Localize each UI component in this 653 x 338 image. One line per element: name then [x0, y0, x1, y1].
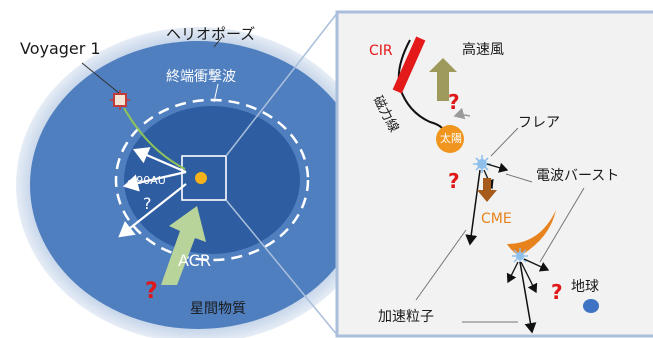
voyager-label: Voyager 1: [20, 39, 101, 58]
zoom-connector-bottom: [225, 199, 339, 337]
acr-label: ACR: [178, 251, 211, 270]
sun-small-icon: [195, 172, 207, 184]
sun-label: 太陽: [440, 132, 462, 145]
zoom-connector-top: [225, 11, 339, 157]
flare-pointer: [490, 127, 519, 157]
acr-arrow: [161, 206, 206, 285]
distance-arrow-left: [122, 170, 187, 192]
cir-bar: [392, 36, 426, 94]
radio-burst-pointer-2: [539, 187, 585, 263]
termination-shock-region: [124, 106, 300, 254]
fast-wind-label: 高速風: [462, 42, 504, 58]
termination-shock-boundary: [114, 98, 310, 262]
acr-question-mark: ?: [145, 279, 158, 304]
flare-burst-icon: [473, 155, 491, 173]
flare-label: フレア: [518, 115, 560, 131]
voyager-trajectory: [123, 107, 186, 170]
fast-wind-arrow: [429, 58, 457, 101]
flare-particle-arrow: [465, 169, 481, 246]
distance-arrow-up: [132, 147, 187, 174]
cme-particle-arrow: [519, 261, 537, 334]
cme-driver-arrow: [477, 178, 497, 202]
heliopause-label: ヘリオポーズ: [166, 25, 256, 43]
sun-icon: [436, 125, 464, 153]
cme-arrow-down: [520, 261, 538, 294]
cme-arrow-left: [506, 261, 519, 284]
flare-arrow-right: [486, 162, 509, 173]
particles-pointer-1: [415, 229, 467, 301]
distance-question-mark: ?: [143, 194, 152, 213]
radio-burst-label: 電波バースト: [536, 168, 620, 184]
heliopause-pointer: [213, 36, 223, 48]
heliosphere-left-panel: [16, 27, 380, 338]
distance-label: ~90AU: [127, 174, 166, 187]
cme-shape: [507, 210, 556, 256]
earth-question-mark: ?: [551, 280, 563, 304]
cme-arrow-right: [523, 258, 550, 272]
cme-label: CME: [481, 211, 512, 227]
zoom-detail-panel: [335, 10, 653, 338]
voyager-probe-icon: [110, 90, 130, 110]
sun-question-mark: ?: [448, 169, 460, 193]
termination-shock-pointer: [213, 83, 219, 103]
voyager-pointer: [81, 62, 120, 94]
sun-rotation-arrow: [453, 107, 471, 120]
earth-icon: [583, 299, 599, 313]
magnetic-field-line: [397, 39, 443, 129]
distance-arrow-down: [118, 183, 187, 238]
termination-shock-label: 終端衝撃波: [166, 69, 236, 85]
fast-wind-question-mark: ?: [448, 90, 460, 114]
earth-label: 地球: [571, 279, 599, 295]
cme-burst-icon: [512, 248, 528, 264]
cir-label: CIR: [369, 43, 393, 59]
interstellar-medium-label: 星間物質: [190, 301, 246, 317]
radio-burst-pointer-1: [505, 173, 533, 183]
accelerated-particles-label: 加速粒子: [378, 309, 434, 325]
zoom-detail-frame: [335, 10, 653, 338]
zoom-box: [181, 155, 227, 201]
